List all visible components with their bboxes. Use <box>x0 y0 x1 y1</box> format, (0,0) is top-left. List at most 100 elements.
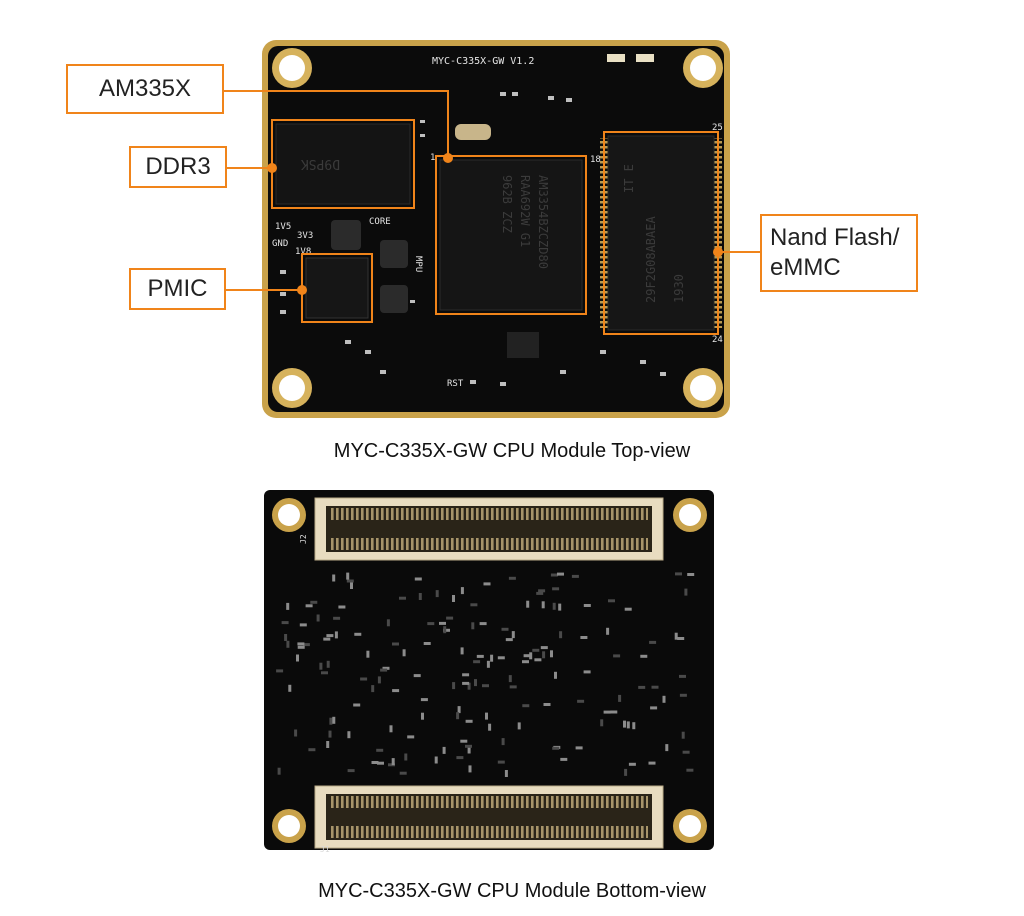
silk-rst: RST <box>447 379 464 389</box>
smd-pad <box>414 577 422 581</box>
smd-pad <box>476 654 484 658</box>
smd-pad <box>354 632 362 636</box>
smd-pad <box>347 769 355 773</box>
cpu-marking-line3: 962B ZCZ <box>500 175 514 233</box>
smd-pad <box>497 656 505 660</box>
smd-pad <box>523 654 531 658</box>
smd-pad <box>462 681 470 685</box>
smd-pad <box>626 721 630 729</box>
board-connector-j2 <box>314 497 664 561</box>
smd-pad <box>610 710 618 714</box>
nand-marking-line3: 1930 <box>672 274 686 303</box>
smd-pad <box>505 638 513 642</box>
smd-pad <box>366 650 370 658</box>
smd-pad <box>522 660 529 664</box>
top-view-board: D9PSK AM3354BZCZD80 RAA692W G1 962B ZCZ … <box>262 40 730 418</box>
smd-pad <box>338 605 346 609</box>
smd-pad <box>402 649 406 657</box>
callout-nand-flash: Nand Flash/ eMMC <box>760 214 918 292</box>
smd-pad <box>650 706 658 710</box>
smd-pad <box>501 627 509 631</box>
smd-pad <box>452 682 456 690</box>
smd-pad <box>326 741 330 748</box>
nand-marking-line2: IT E <box>622 164 636 193</box>
smd-pad <box>534 658 542 662</box>
smd-pad <box>302 643 310 647</box>
smd-pad <box>334 631 338 639</box>
mounting-hole <box>673 498 707 532</box>
smd-pad <box>276 669 284 673</box>
smd-pad <box>360 677 368 681</box>
smd-pad <box>686 768 694 772</box>
smd-pad <box>560 757 568 761</box>
smd-pad <box>308 748 316 752</box>
mounting-hole <box>272 368 312 408</box>
smd-pad <box>467 746 471 754</box>
smd-pad <box>442 746 446 754</box>
smd-pad <box>329 717 333 725</box>
smd-pad <box>294 729 298 737</box>
smd-pad <box>286 640 290 648</box>
smd-pad <box>623 720 626 728</box>
smd-pad <box>418 593 422 600</box>
smd-pad <box>389 725 393 733</box>
smd-pad <box>675 572 682 576</box>
silk-pin-25: 25 <box>712 123 723 133</box>
nand-marking-line1: 29F2G08ABAEA <box>644 216 658 303</box>
smd-pad <box>674 632 678 640</box>
smd-pad <box>577 699 585 703</box>
smd-pad <box>552 746 560 750</box>
smd-pad <box>392 642 399 646</box>
smd-pad <box>540 646 548 650</box>
callout-pmic-label: PMIC <box>147 275 208 302</box>
smd-pad <box>509 685 517 689</box>
passive-components <box>280 92 666 386</box>
led <box>636 54 654 62</box>
smd-pad <box>456 756 464 760</box>
led <box>607 54 625 62</box>
smd-pad <box>420 698 428 702</box>
callout-am335x-label: AM335X <box>98 75 192 102</box>
smd-pad <box>632 722 636 730</box>
smd-pad <box>687 573 695 576</box>
smd-pad <box>347 731 351 739</box>
mounting-hole <box>683 48 723 88</box>
callout-dot <box>443 153 453 163</box>
smd-pad <box>651 685 659 689</box>
smd-pad <box>473 660 481 664</box>
am335x-highlight <box>435 155 587 315</box>
nand-chip <box>607 135 715 331</box>
cpu-marking-line1: AM3354BZCZD80 <box>536 175 550 269</box>
smd-pad <box>508 675 512 683</box>
smd-pad <box>583 604 591 607</box>
smd-pad <box>388 763 395 767</box>
smd-pad <box>439 621 446 625</box>
smd-pad <box>462 673 470 677</box>
bottom-view-board: J2 J1 <box>264 490 714 854</box>
smd-pad <box>277 767 281 775</box>
smd-pad <box>681 731 685 739</box>
smd-pad <box>559 631 563 639</box>
smd-pad <box>399 596 406 600</box>
smd-pad <box>638 685 646 689</box>
smd-pad <box>465 719 473 723</box>
smd-pad <box>297 645 305 649</box>
smd-pad <box>665 744 669 752</box>
mounting-hole <box>272 48 312 88</box>
smd-pad <box>333 616 341 620</box>
smd-pad <box>558 603 562 611</box>
smd-pad <box>682 750 690 754</box>
callout-ddr3: DDR3 <box>129 146 227 188</box>
smd-pad <box>323 637 331 641</box>
cpu-marking-line2: RAA692W G1 <box>518 175 532 247</box>
silk-3v3: 3V3 <box>297 231 313 241</box>
smd-pad <box>497 760 505 764</box>
smd-pad <box>446 616 454 620</box>
ddr3-chip-marking: D9PSK <box>301 156 340 171</box>
smd-pad <box>485 712 488 720</box>
smd-pad <box>297 642 305 646</box>
smd-pad <box>606 627 610 635</box>
smd-pad <box>649 640 657 644</box>
smd-pad <box>421 712 424 720</box>
